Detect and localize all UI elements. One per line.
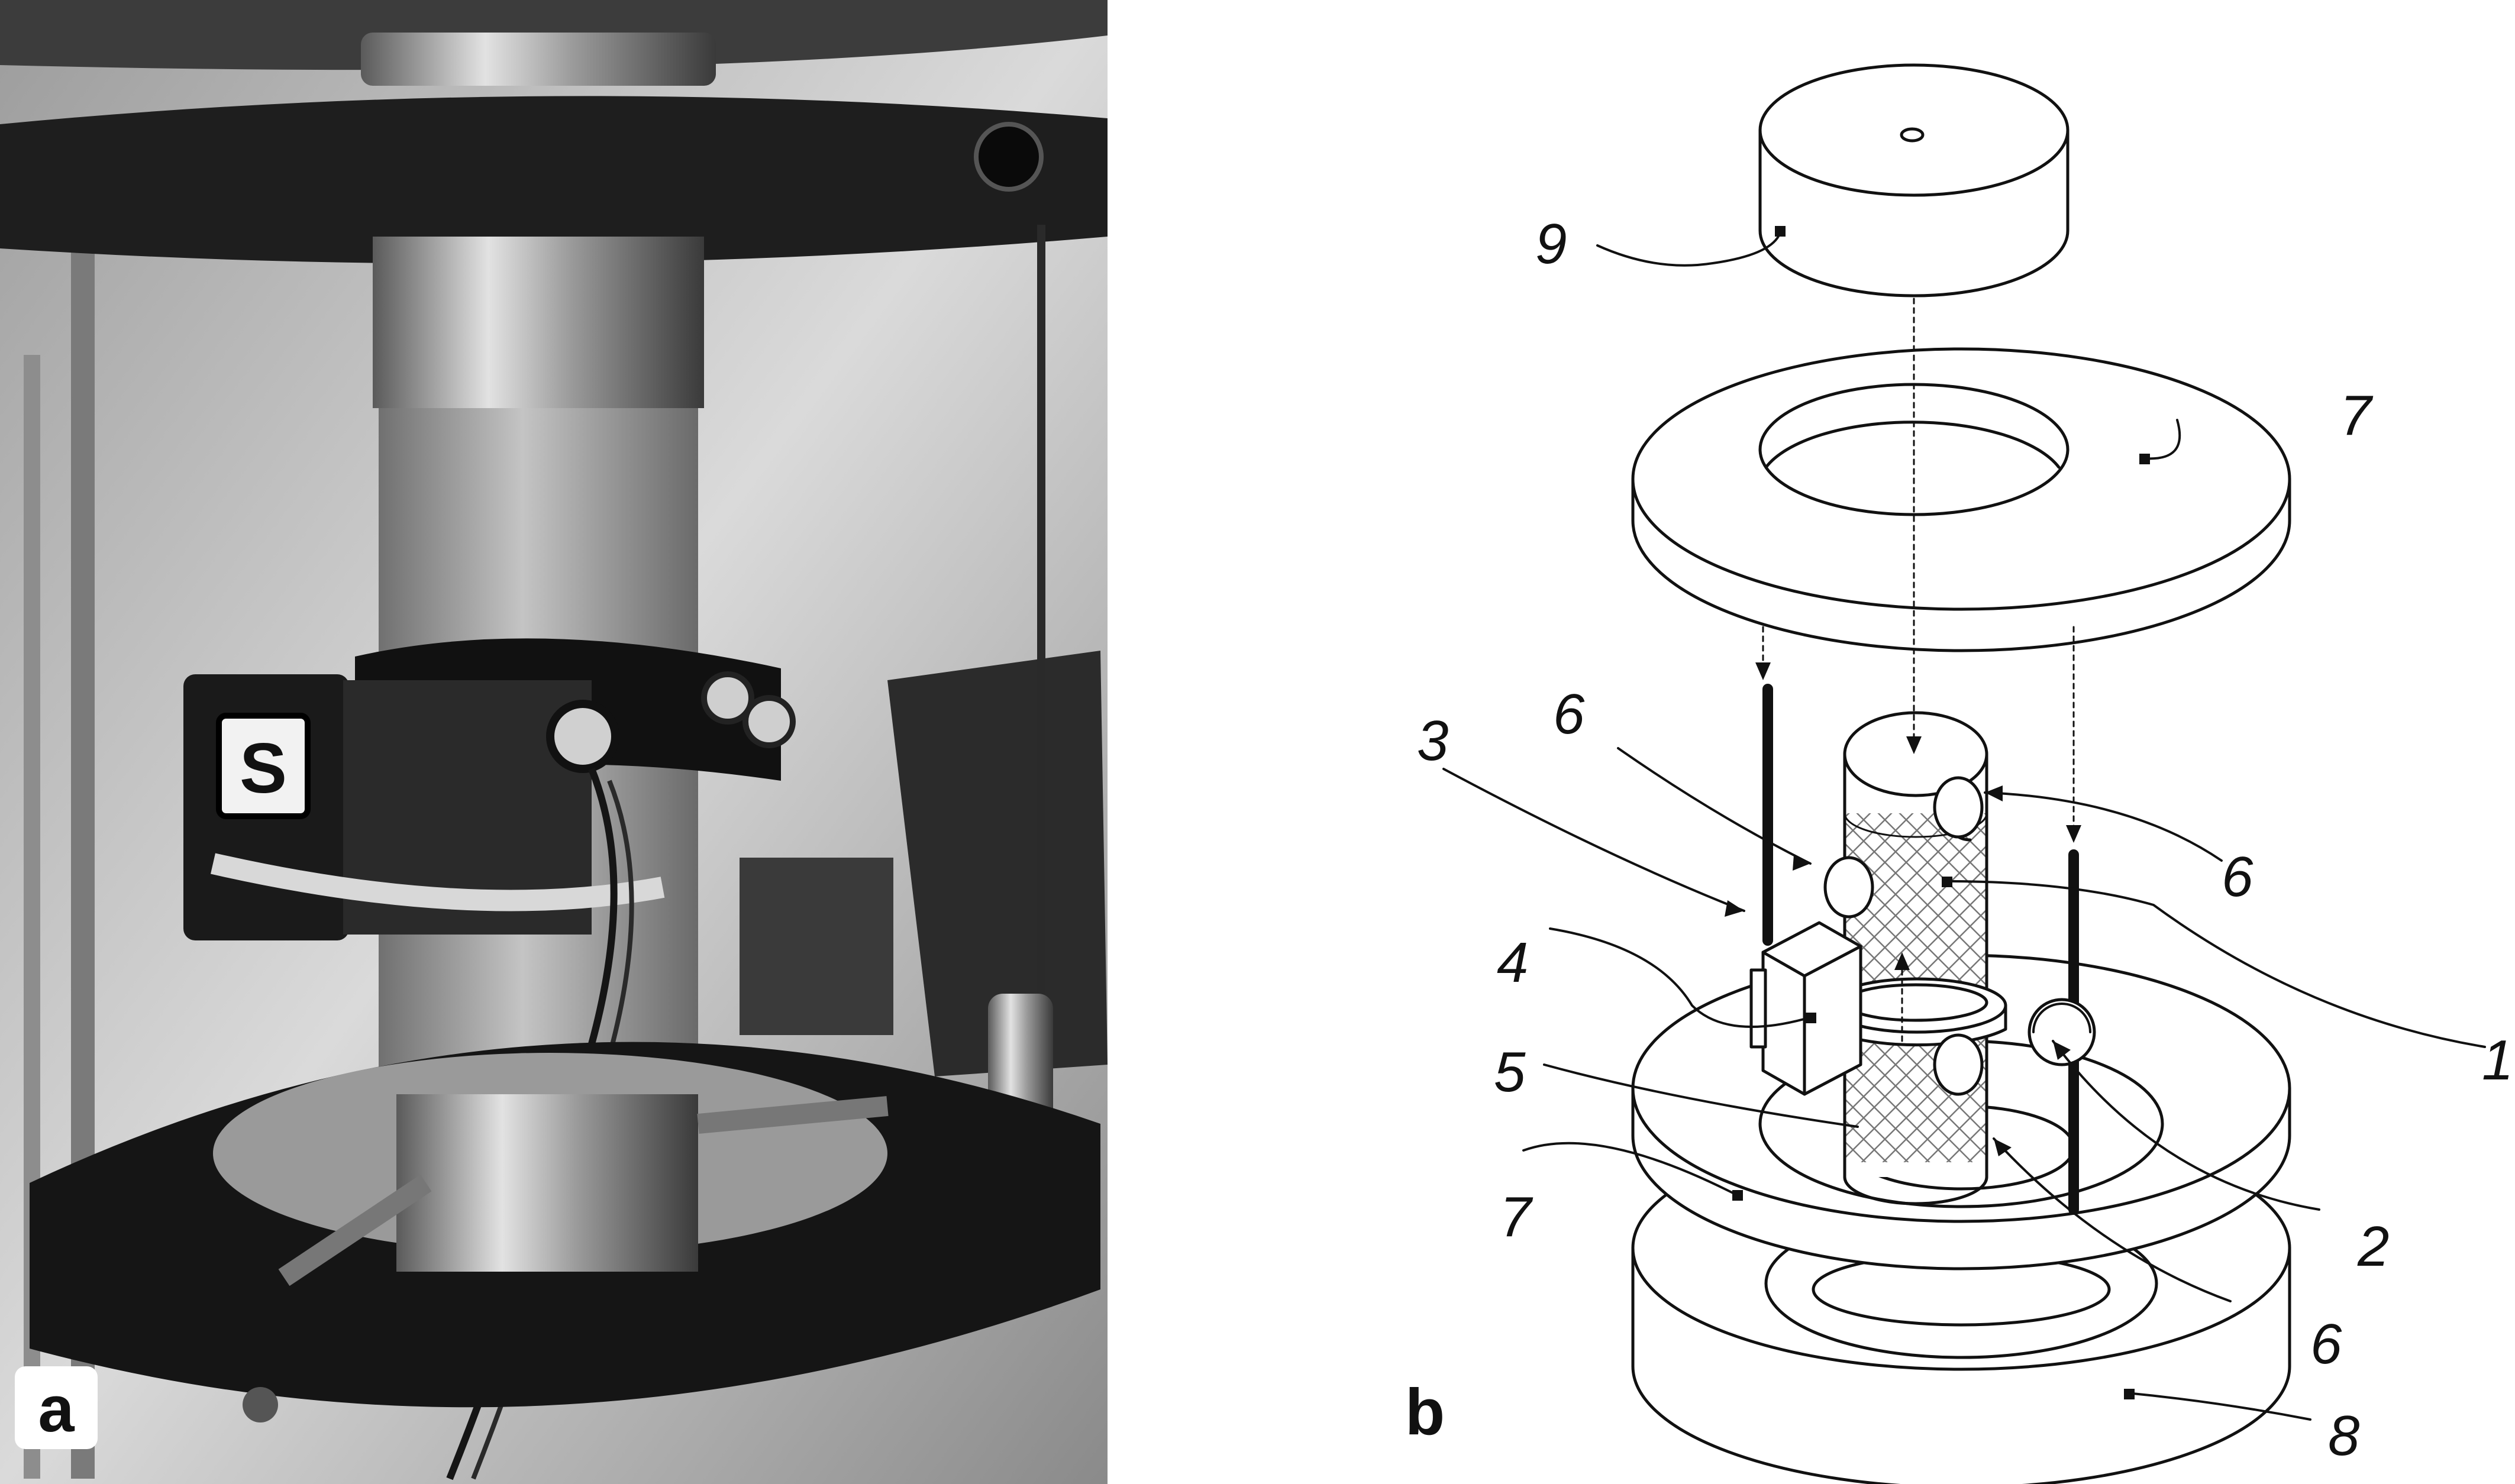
- panel-a-label: a: [38, 1373, 75, 1446]
- callout-7-bottom: 7: [1500, 1185, 1533, 1249]
- photo-chain-roller-icon: [742, 695, 796, 748]
- photo-sensor-knob-icon: [546, 700, 619, 773]
- leader-lines: [1442, 229, 2486, 1421]
- callout-7-top: 7: [2340, 384, 2374, 447]
- boss-left-icon: [1823, 856, 1874, 919]
- leader-arrowheads: [1725, 226, 2150, 1399]
- callout-6-bottom: 6: [2310, 1312, 2342, 1376]
- boss-bottom-icon: [1933, 1033, 1984, 1096]
- photo-top-ring: [0, 96, 1108, 264]
- photo-ring-hole-icon: [974, 122, 1044, 192]
- photo-lower-platen-front: [396, 1094, 698, 1272]
- callout-9: 9: [1535, 212, 1567, 276]
- callout-5: 5: [1494, 1040, 1526, 1104]
- photo-panel: S a: [0, 0, 1108, 1484]
- panel-b-label: b: [1405, 1376, 1445, 1449]
- photo-upper-platen: [373, 237, 704, 408]
- callout-6-top-right: 6: [2222, 845, 2254, 908]
- top-cap-9: [1758, 63, 2070, 298]
- transducer-block-4: [1749, 921, 1862, 1096]
- callout-3: 3: [1417, 709, 1448, 772]
- lvdt-bosses-6: [1823, 776, 1984, 1096]
- photo-bolt-hole-icon: [243, 1387, 278, 1422]
- photo-screw: [278, 1174, 432, 1286]
- photo-sensor-label: [216, 713, 311, 819]
- photo-rubber-band: [211, 853, 665, 911]
- photo-sensor-letter: S: [240, 729, 287, 808]
- diagram-panel: 9 7 3 6 6 4 1 5 7 2 6 8 b: [1405, 63, 2513, 1484]
- rod-sensor-2-icon: [2028, 998, 2096, 1066]
- photo-chain-roller-icon: [701, 671, 754, 725]
- photo-background-box: [740, 858, 893, 1035]
- guide-arrowheads: [1755, 662, 2081, 970]
- callout-4: 4: [1497, 931, 1528, 994]
- photo-background-equipment: [887, 651, 1108, 1076]
- panel-a-badge: [15, 1366, 98, 1449]
- upper-ring-7: [1631, 347, 2291, 652]
- callout-1: 1: [2482, 1029, 2513, 1092]
- photo-top-cap: [361, 33, 716, 86]
- callout-8: 8: [2328, 1404, 2359, 1467]
- callout-6-top-left: 6: [1553, 683, 1585, 746]
- photo-screw: [697, 1096, 889, 1134]
- boss-top-right-icon: [1933, 776, 1984, 842]
- callout-2: 2: [2357, 1215, 2389, 1278]
